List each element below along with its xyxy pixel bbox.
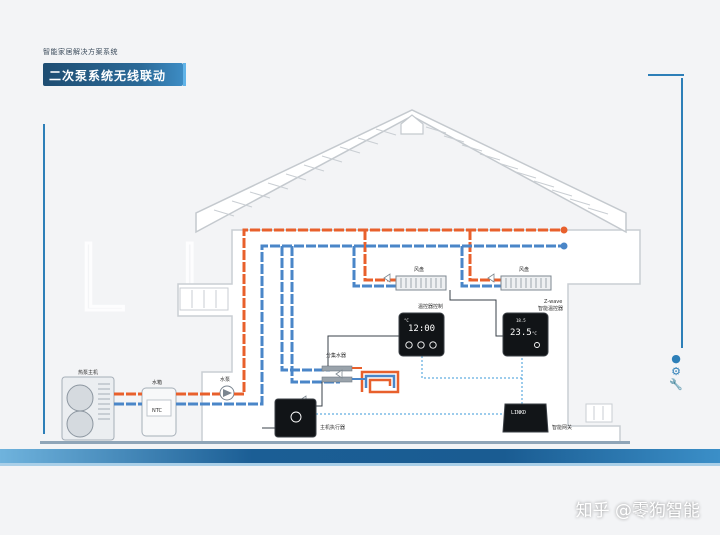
fan-coil-1-label: 风盘	[414, 266, 424, 273]
right-icon-column: ● ⚙ 🔧	[668, 352, 684, 391]
dot-icon: ●	[671, 352, 681, 365]
pump-arrow-icon	[223, 389, 232, 397]
manifold	[321, 365, 366, 383]
thermostat-1-label: 温控器控制	[418, 303, 443, 310]
heat-pump-unit	[61, 376, 115, 441]
smart-gateway	[502, 403, 549, 433]
gear-icon: ⚙	[671, 365, 681, 378]
thermostat-2-main: 23.5	[510, 328, 532, 338]
footer-watermark: 知乎 @零狗智能	[575, 501, 700, 521]
right-accent-line	[681, 78, 683, 348]
zwave-label: Z-wave	[544, 299, 562, 305]
water-tank-label: 水箱	[152, 379, 162, 386]
page-title: 二次泵系统无线联动	[49, 69, 167, 83]
manifold-label: 分集水器	[326, 352, 346, 359]
fan-coil-2-label: 风盘	[519, 266, 529, 273]
bottom-band	[0, 449, 720, 463]
left-accent-line	[43, 124, 45, 434]
thermostat-2-top: 18.5	[516, 318, 526, 323]
right-accent-line-top	[648, 74, 684, 76]
thermostat-1	[398, 312, 445, 357]
wireless-links	[316, 356, 523, 415]
host-executor	[274, 398, 317, 438]
wrench-icon: 🔧	[669, 378, 683, 391]
fan-coil-1	[395, 275, 447, 291]
thermostat-2-unit: °C	[532, 331, 537, 336]
ntc-label: NTC	[152, 408, 163, 414]
water-pump-label: 水泵	[220, 376, 230, 383]
title-accent	[183, 63, 186, 86]
floor-heating-coil	[360, 370, 400, 394]
thermostat-1-time: 12:00	[408, 324, 435, 334]
fan-coil-2	[500, 275, 552, 291]
control-wiring	[262, 290, 503, 429]
gateway-label: 智能网关	[552, 424, 572, 431]
top-caption: 智能家居解决方案系统	[43, 48, 118, 56]
ground-line	[40, 441, 630, 444]
zwave-thermostat-label: 智能温控器	[538, 305, 563, 312]
heat-pump-label: 热泵主机	[78, 369, 98, 376]
thermostat-2	[502, 312, 549, 357]
host-executor-label: 主机执行器	[320, 424, 345, 431]
supply-end-marker	[560, 226, 568, 234]
bottom-band-highlight	[0, 463, 720, 466]
return-pipes	[114, 244, 564, 406]
thermostat-1-unit: °C	[404, 318, 409, 323]
title-bar: 二次泵系统无线联动	[43, 63, 183, 86]
return-end-marker	[560, 242, 568, 250]
water-tank	[141, 387, 177, 437]
gateway-logo: LINKD	[511, 410, 526, 416]
